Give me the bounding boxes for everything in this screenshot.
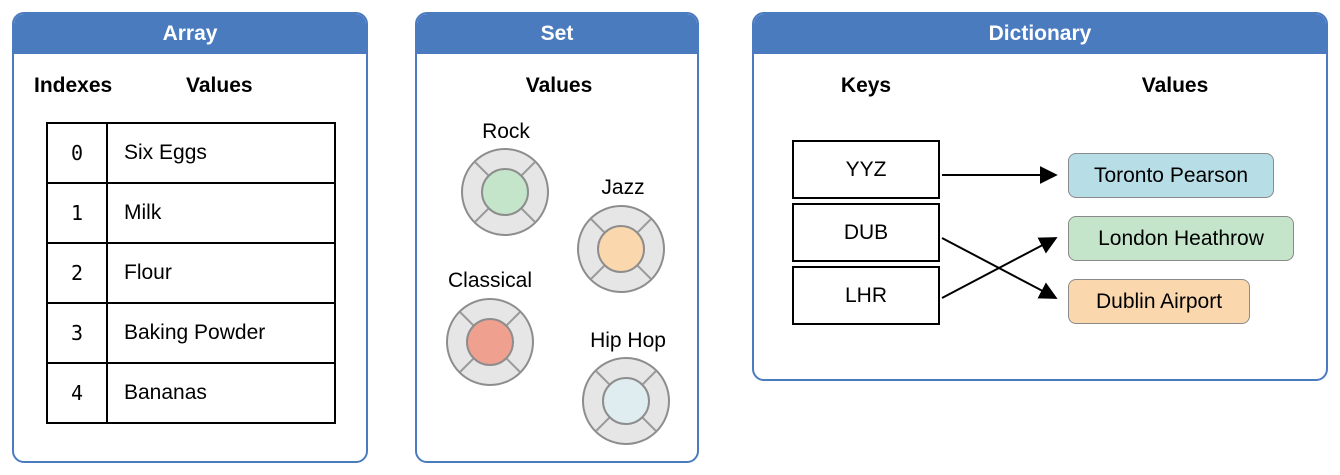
- array-index: 4: [46, 362, 108, 424]
- table-row: 0 Six Eggs: [46, 122, 336, 184]
- dictionary-value: London Heathrow: [1068, 216, 1294, 261]
- array-value: Flour: [106, 242, 336, 304]
- dictionary-values-header: Values: [1141, 74, 1209, 97]
- set-values-header: Values: [525, 74, 593, 97]
- table-row: 1 Milk: [46, 182, 336, 244]
- dictionary-title: Dictionary: [754, 14, 1326, 54]
- array-values-header: Values: [186, 74, 253, 97]
- keys-header: Keys: [840, 74, 892, 97]
- array-index: 3: [46, 302, 108, 364]
- array-value: Six Eggs: [106, 122, 336, 184]
- indexes-header: Indexes: [34, 74, 113, 97]
- table-row: 2 Flour: [46, 242, 336, 304]
- set-item-disc: [446, 298, 534, 386]
- dictionary-panel: Dictionary Keys Values YYZ DUB LHR Toron…: [752, 12, 1328, 381]
- array-value: Milk: [106, 182, 336, 244]
- set-item-disc: [582, 357, 670, 445]
- array-value: Baking Powder: [106, 302, 336, 364]
- set-panel: Set Values Rock Jazz Classical Hip Hop: [415, 12, 699, 463]
- dictionary-value: Toronto Pearson: [1068, 153, 1274, 198]
- set-item-label: Jazz: [601, 176, 645, 199]
- table-row: 3 Baking Powder: [46, 302, 336, 364]
- array-index: 1: [46, 182, 108, 244]
- set-title: Set: [417, 14, 697, 54]
- set-items-canvas: [446, 148, 670, 445]
- array-table: 0 Six Eggs 1 Milk 2 Flour 3 Baking Powde…: [46, 122, 336, 424]
- arrow-lhr-to-heathrow: [941, 237, 1058, 299]
- array-index: 0: [46, 122, 108, 184]
- dictionary-key: YYZ: [792, 140, 940, 199]
- dictionary-key: DUB: [792, 203, 940, 262]
- array-title: Array: [14, 14, 366, 54]
- set-item-label: Classical: [447, 269, 533, 292]
- dictionary-key: LHR: [792, 266, 940, 325]
- array-index: 2: [46, 242, 108, 304]
- set-item-disc: [461, 148, 549, 236]
- array-value: Bananas: [106, 362, 336, 424]
- set-item-label: Rock: [482, 120, 530, 143]
- set-item-label: Hip Hop: [590, 329, 666, 352]
- array-panel: Array Indexes Values 0 Six Eggs 1 Milk 2…: [12, 12, 368, 463]
- mapping-arrows: [941, 166, 1058, 299]
- dictionary-value: Dublin Airport: [1068, 279, 1250, 324]
- table-row: 4 Bananas: [46, 362, 336, 424]
- set-item-disc: [577, 205, 665, 293]
